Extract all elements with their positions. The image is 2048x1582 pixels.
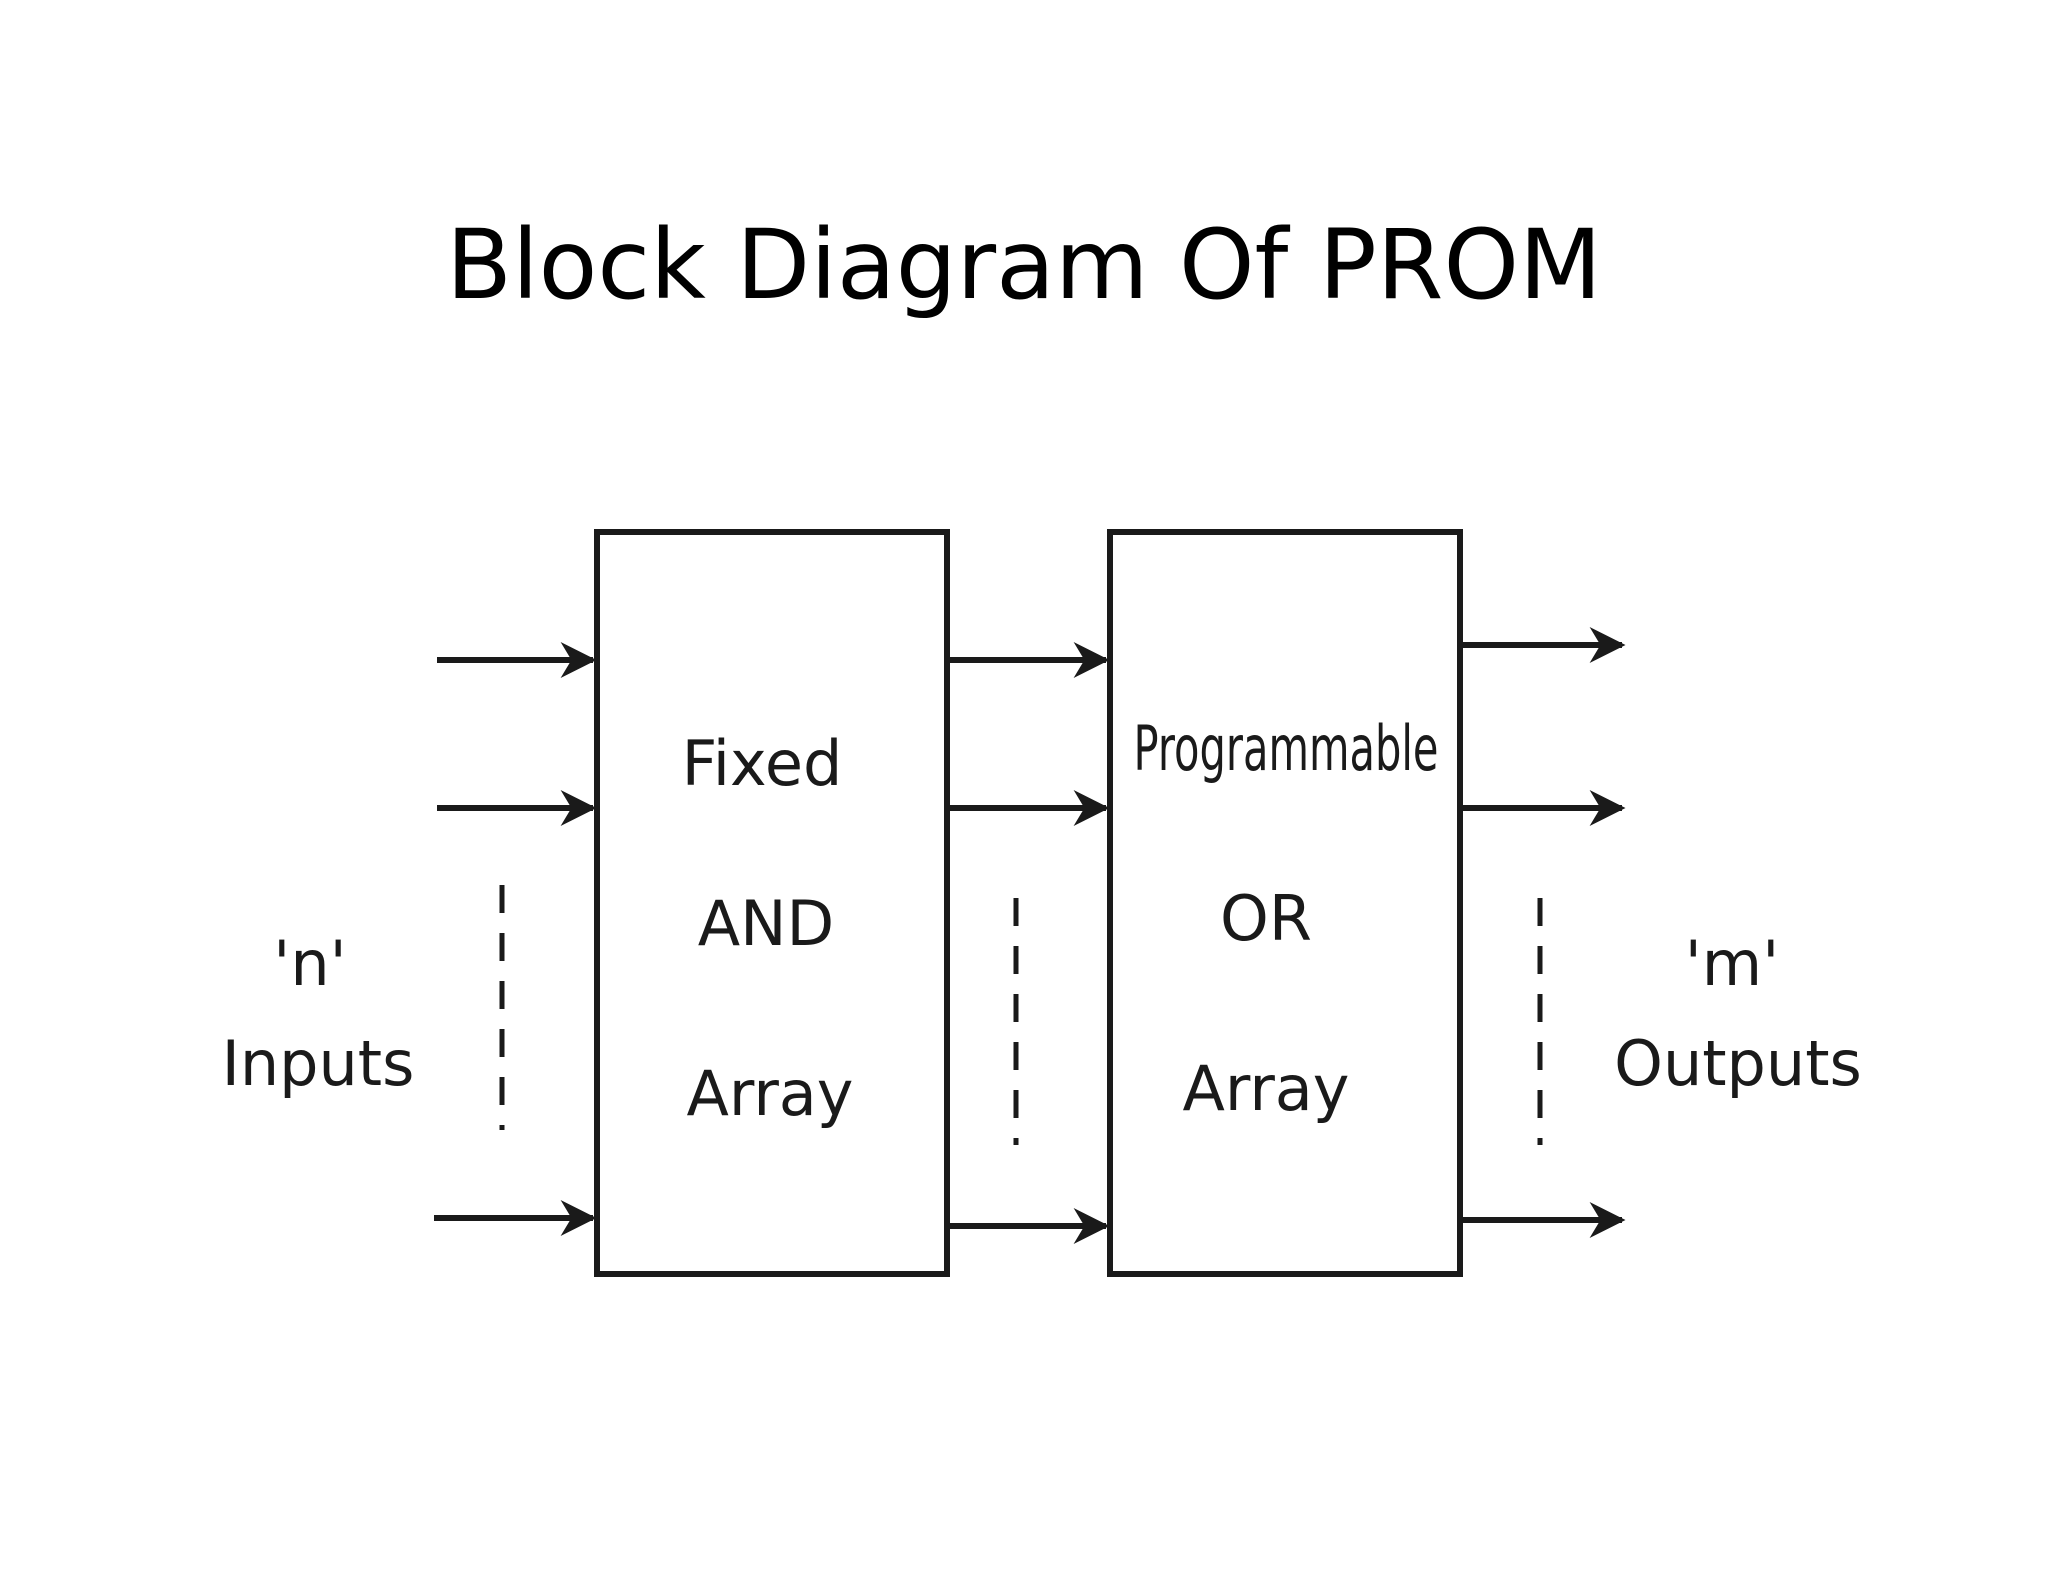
- or-array-line3: Array: [1183, 1052, 1350, 1125]
- outputs-count-label: 'm': [1685, 927, 1779, 1000]
- input-arrows: [434, 642, 597, 1236]
- outputs-label: Outputs: [1614, 1027, 1862, 1100]
- or-array-block: [1107, 529, 1463, 1277]
- and-array-line1: Fixed: [682, 727, 843, 800]
- inputs-label: Inputs: [222, 1027, 415, 1100]
- or-array-line2: OR: [1220, 882, 1312, 955]
- and-to-or-arrows: [950, 642, 1110, 1244]
- and-array-block: [594, 529, 950, 1277]
- or-array-line1: Programmable: [1134, 712, 1439, 785]
- page-title: Block Diagram Of PROM: [446, 209, 1602, 321]
- output-arrows: [1463, 627, 1626, 1238]
- and-array-line3: Array: [687, 1057, 854, 1130]
- and-array-line2: AND: [698, 887, 835, 960]
- inputs-count-label: 'n': [273, 927, 346, 1000]
